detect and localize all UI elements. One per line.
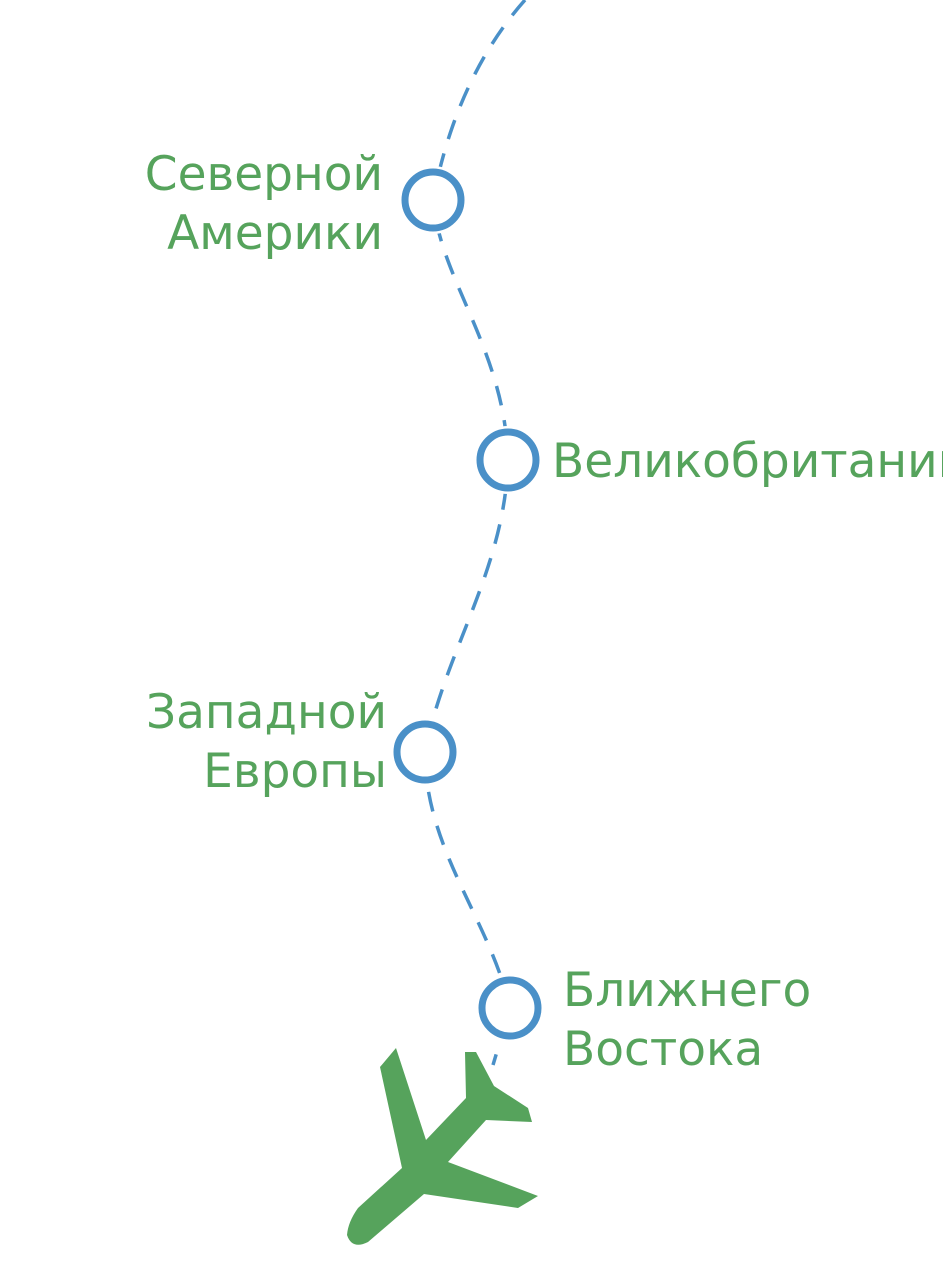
stop-marker-western-europe bbox=[393, 720, 457, 784]
stop-marker-north-america bbox=[401, 168, 465, 232]
stop-label-line: Западной bbox=[146, 685, 387, 740]
stop-label-north-america: Северной Америки bbox=[145, 145, 383, 263]
stop-label-great-britain: Великобритании bbox=[552, 432, 943, 491]
stop-label-western-europe: Западной Европы bbox=[146, 683, 387, 801]
stop-label-line: Северной bbox=[144, 147, 383, 202]
stop-label-line: Европы bbox=[203, 744, 387, 799]
stop-label-middle-east: Ближнего Востока bbox=[563, 961, 811, 1079]
airplane-icon bbox=[347, 1048, 538, 1245]
route-path bbox=[423, 0, 527, 1066]
stop-marker-middle-east bbox=[478, 976, 542, 1040]
stop-label-line: Америки bbox=[167, 206, 383, 261]
stop-label-line: Востока bbox=[563, 1022, 764, 1077]
stop-marker-great-britain bbox=[476, 428, 540, 492]
stop-label-line: Ближнего bbox=[563, 963, 812, 1018]
stop-label-line: Великобритании bbox=[552, 434, 943, 489]
